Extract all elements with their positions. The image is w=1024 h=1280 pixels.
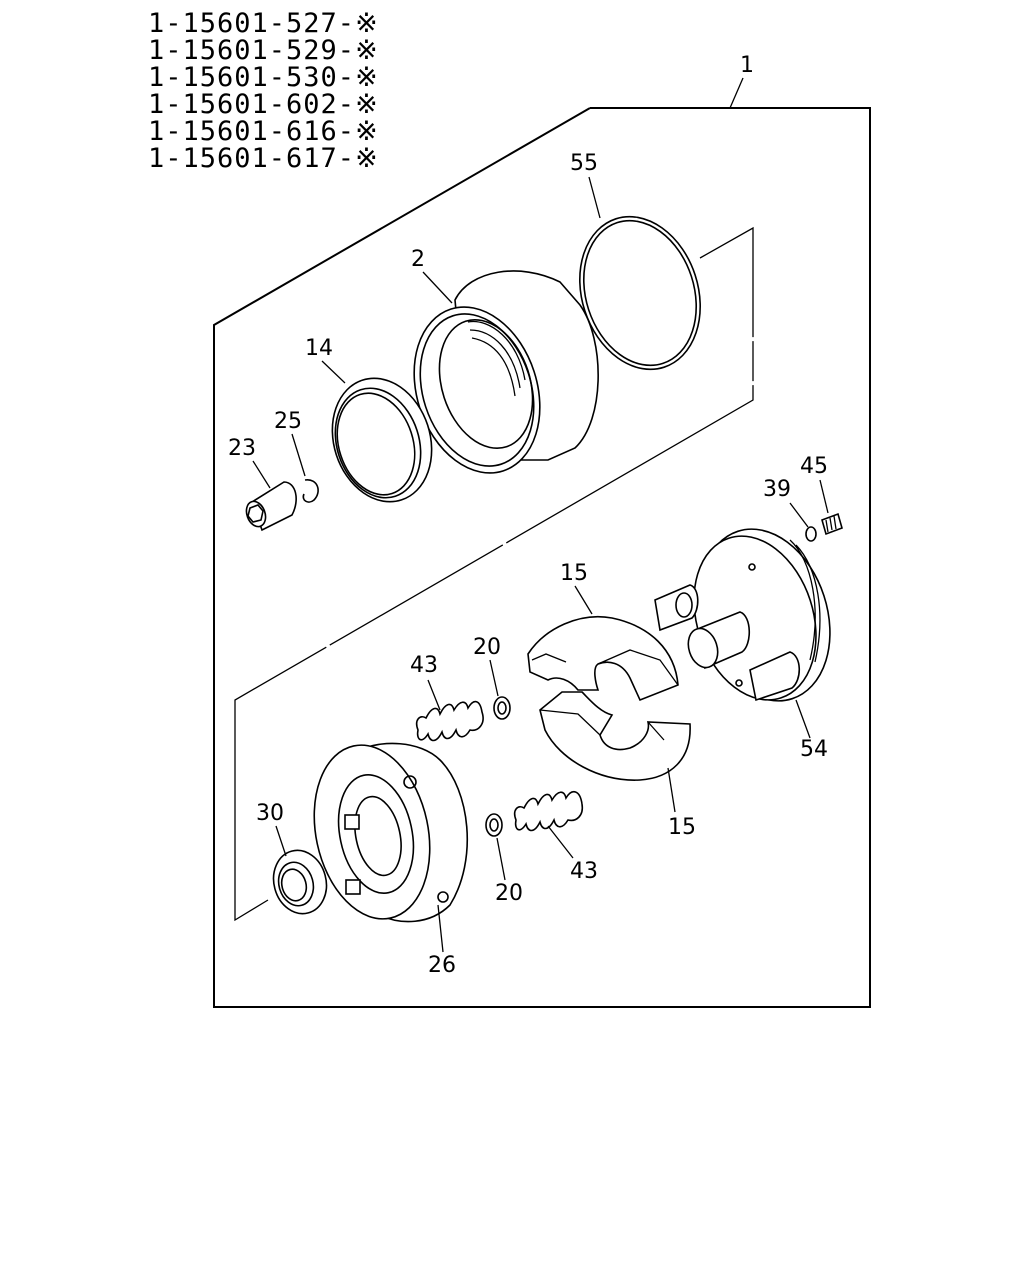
hub-plate: 54 [654, 528, 831, 762]
plug: 23 [228, 436, 297, 532]
weight-lower: 15 [539, 691, 696, 840]
callout-label-54: 54 [800, 737, 828, 762]
callout-label-30: 30 [256, 801, 284, 826]
seal-ring: 14 [305, 336, 433, 503]
callout-label-14: 14 [305, 336, 333, 361]
oil-seal: 30 [256, 801, 328, 915]
assembly-frame [213, 107, 871, 1008]
callout-label-15-upper: 15 [560, 561, 588, 586]
part-number-4: 1-15601-602-※ [148, 89, 379, 120]
washer-and-screw: 39 45 [763, 454, 843, 542]
callout-label-45: 45 [800, 454, 828, 479]
part-number-1: 1-15601-527-※ [148, 8, 379, 39]
spring-lower: 43 [513, 791, 598, 884]
callout-label-1: 1 [740, 53, 754, 78]
part-number-3: 1-15601-530-※ [148, 62, 379, 93]
callout-label-25: 25 [274, 409, 302, 434]
o-ring-large: 55 [570, 151, 701, 371]
hub: 26 [313, 742, 468, 978]
callout-label-43-lower: 43 [570, 859, 598, 884]
part-number-list: 1-15601-527-※ 1-15601-529-※ 1-15601-530-… [148, 8, 379, 174]
callout-label-20-upper: 20 [473, 635, 501, 660]
callout-label-20-lower: 20 [495, 881, 523, 906]
callout-label-43-upper: 43 [410, 653, 438, 678]
spring-upper: 43 [410, 653, 484, 742]
housing: 2 [411, 247, 599, 474]
snap-ring: 25 [274, 409, 319, 503]
callout-label-39: 39 [763, 477, 791, 502]
callout-assembly: 1 [729, 53, 754, 109]
part-number-6: 1-15601-617-※ [148, 143, 379, 174]
weight-upper: 15 [527, 561, 679, 702]
part-number-5: 1-15601-616-※ [148, 116, 379, 147]
callout-label-23: 23 [228, 436, 256, 461]
callout-label-2: 2 [411, 247, 425, 272]
callout-label-26: 26 [428, 953, 456, 978]
washer-upper: 20 [473, 635, 511, 720]
part-number-2: 1-15601-529-※ [148, 35, 379, 66]
callout-label-55: 55 [570, 151, 598, 176]
washer-lower: 20 [485, 813, 523, 906]
callout-label-15-lower: 15 [668, 815, 696, 840]
